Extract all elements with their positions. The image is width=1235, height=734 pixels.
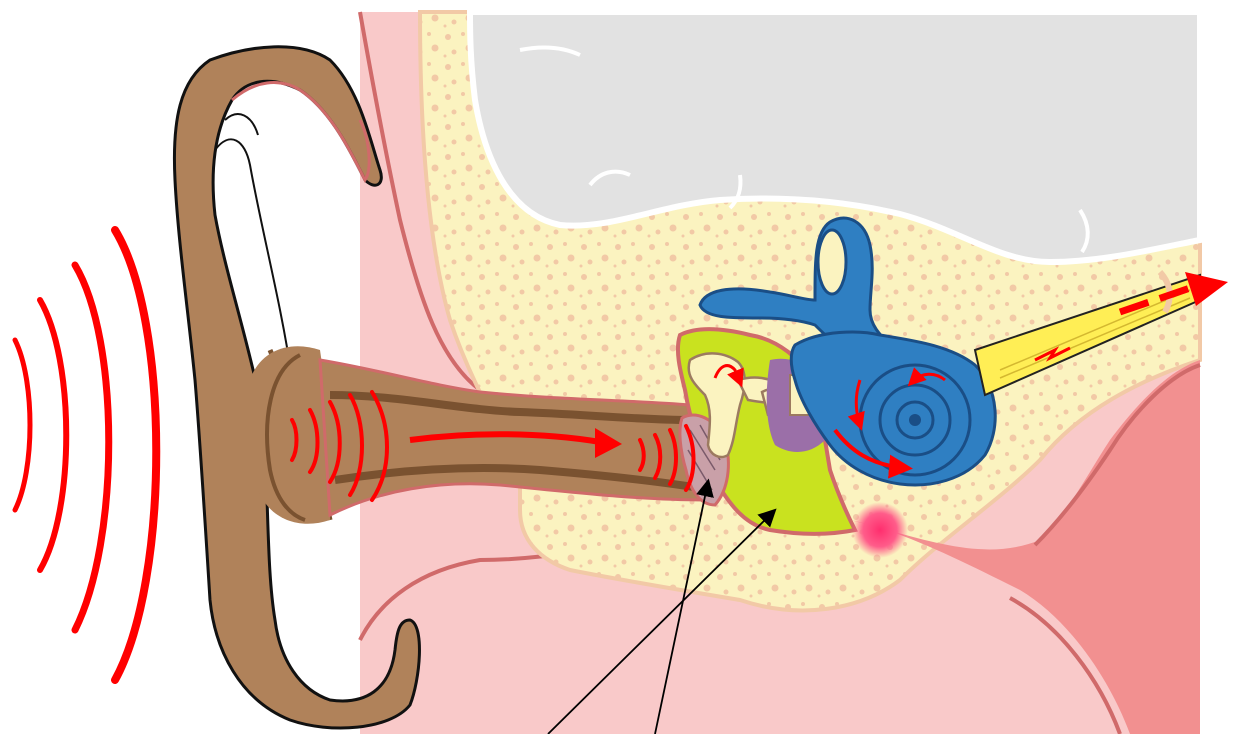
tube-highlight — [852, 502, 908, 558]
incoming-sound-waves — [15, 230, 156, 680]
